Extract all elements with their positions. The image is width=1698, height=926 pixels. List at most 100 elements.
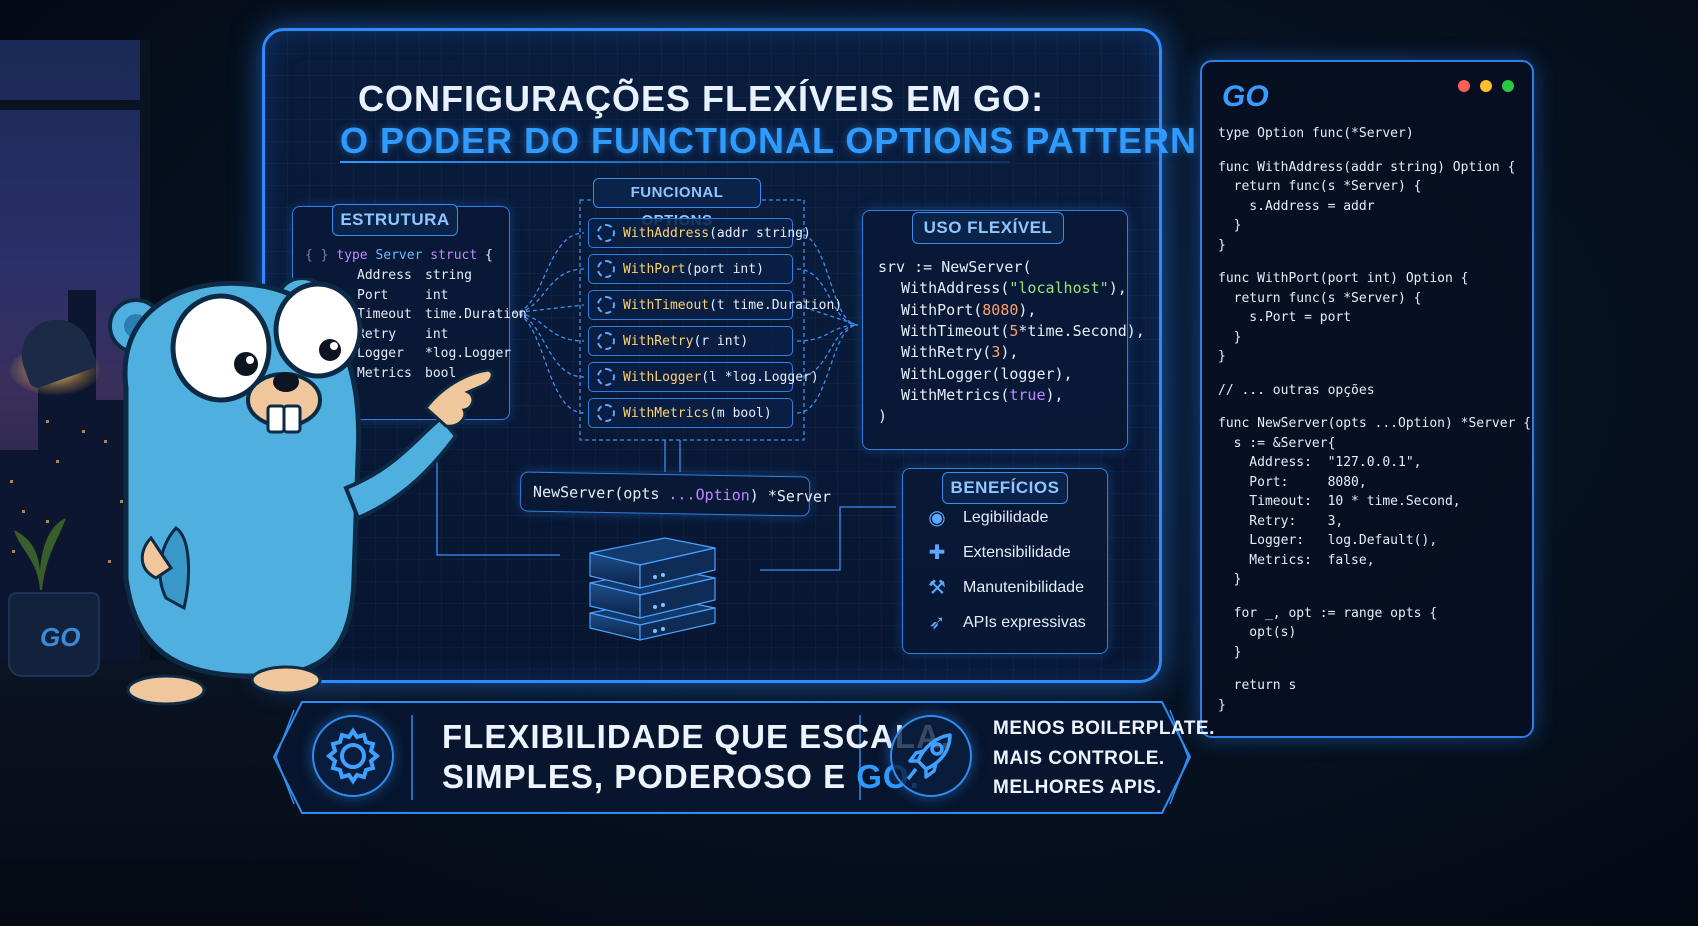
option-args: (l *log.Logger) xyxy=(701,369,819,385)
uso-line: ) xyxy=(878,407,887,425)
banner-side-3: MELHORES APIS. xyxy=(993,777,1162,798)
uso-line: WithTimeout(5*time.Second), xyxy=(901,322,1145,340)
code-line: } xyxy=(1218,218,1242,233)
uso-token: WithRetry( xyxy=(901,343,992,362)
funcional-tag: FUNCIONAL OPTIONS xyxy=(593,178,761,229)
title-line-2: O PODER DO FUNCTIONAL OPTIONS PATTERN xyxy=(340,120,1198,161)
uso-token: WithAddress( xyxy=(901,279,1010,298)
code-line: Retry: 3, xyxy=(1218,513,1344,529)
uso-line: WithAddress("localhost"), xyxy=(901,279,1127,297)
gear-icon xyxy=(597,332,615,350)
gear-icon xyxy=(597,296,615,314)
struct-field-type: int xyxy=(425,287,449,303)
uso-token: 8080 xyxy=(982,300,1019,319)
option-withaddress: WithAddress(addr string) xyxy=(588,218,811,248)
gear-icon xyxy=(597,368,615,386)
window-close-dot[interactable] xyxy=(1458,80,1470,92)
gear-icon xyxy=(597,404,615,422)
server-stack-icon xyxy=(589,537,716,641)
code-line: Metrics: false, xyxy=(1218,552,1375,568)
benefit-item: ◉ Legibilidade xyxy=(925,506,1048,530)
struct-field-type: *log.Logger xyxy=(425,346,512,361)
code-line: } xyxy=(1218,349,1226,364)
code-line: Port: 8080, xyxy=(1218,474,1367,490)
struct-field-type: string xyxy=(425,268,472,283)
plant-icon xyxy=(14,518,66,590)
code-line: } xyxy=(1218,572,1242,587)
uso-token: 3 xyxy=(991,343,1001,362)
estrutura-tag: ESTRUTURA xyxy=(332,204,458,236)
code-line: } xyxy=(1218,644,1242,660)
title-underline xyxy=(340,161,1010,163)
uso-token: ), xyxy=(1018,300,1037,319)
newserver-variadic: ...Option xyxy=(668,485,750,505)
mug-label: GO xyxy=(40,622,81,652)
code-window: GO xyxy=(1200,60,1534,738)
uso-line: srv := NewServer( xyxy=(878,258,1032,276)
code-line: for _, opt := range opts { xyxy=(1218,605,1438,621)
code-line: Address: "127.0.0.1", xyxy=(1218,455,1422,470)
benefit-item: ➶APIs expressivas xyxy=(925,611,1086,635)
window-maximize-dot[interactable] xyxy=(1502,80,1514,92)
wrench-icon: ⚒ xyxy=(928,577,946,599)
title-line-1: CONFIGURAÇÕES FLEXÍVEIS EM GO: xyxy=(358,78,1045,119)
code-line: func NewServer(opts ...Option) *Server { xyxy=(1218,416,1532,431)
uso-token: "localhost" xyxy=(1009,279,1109,298)
code-line: opt(s) xyxy=(1218,625,1297,640)
option-withmetrics: WithMetrics(m bool) xyxy=(588,398,793,428)
banner-side-2: MAIS CONTROLE. xyxy=(993,748,1165,769)
uso-token: ), xyxy=(1108,279,1127,298)
benefit-label: APIs expressivas xyxy=(963,614,1086,631)
benefit-label: Manutenibilidade xyxy=(963,579,1084,596)
beneficios-tag: BENEFÍCIOS xyxy=(942,472,1068,504)
option-args: (t time.Duration) xyxy=(709,297,843,313)
newserver-ret: ) *Server xyxy=(749,486,832,506)
struct-field-name: Timeout xyxy=(357,307,412,322)
uso-token: WithMetrics( xyxy=(901,385,1010,404)
uso-line: WithRetry(3), xyxy=(901,343,1018,361)
uso-line: WithPort(8080), xyxy=(901,301,1036,319)
struct-kw: type xyxy=(336,248,368,263)
benefit-label: Legibilidade xyxy=(963,509,1049,526)
gear-icon xyxy=(597,224,615,242)
gear-icon xyxy=(597,260,615,278)
struct-brace-icon: { } xyxy=(305,248,329,263)
option-fn: WithAddress xyxy=(623,225,710,241)
code-line: return s xyxy=(1218,678,1297,693)
newserver-fn: NewServer(opts xyxy=(532,482,669,504)
gopher-mascot xyxy=(108,278,494,706)
struct-name: Server xyxy=(375,248,423,263)
option-args: (port int) xyxy=(685,261,764,277)
code-line: s := &Server{ xyxy=(1218,435,1336,451)
uso-token: WithLogger(logger), xyxy=(901,364,1073,383)
code-line: func WithAddress(addr string) Option { xyxy=(1218,159,1516,175)
banner-side-1: MENOS BOILERPLATE. xyxy=(993,718,1215,739)
option-fn: WithMetrics xyxy=(623,405,710,421)
banner-line-2: SIMPLES, PODEROSO E GO. xyxy=(442,758,920,796)
banner-line-1: FLEXIBILIDADE QUE ESCALA. xyxy=(442,718,952,755)
struct-field-name: Retry xyxy=(357,326,397,342)
eye-icon: ◉ xyxy=(928,507,946,529)
struct-kw2: struct xyxy=(430,248,478,263)
uso-line: WithLogger(logger), xyxy=(901,365,1073,383)
option-fn: WithTimeout xyxy=(623,297,710,313)
code-line: Logger: log.Default(), xyxy=(1218,533,1438,548)
uso-token: 5 xyxy=(1009,321,1019,340)
code-line: type Option func(*Server) xyxy=(1218,126,1414,141)
option-args: (m bool) xyxy=(709,405,772,421)
struct-field-type: time.Duration xyxy=(425,307,527,322)
struct-field-type: int xyxy=(425,326,449,342)
newserver-box: NewServer(opts ...Option) *Server xyxy=(519,471,831,517)
option-fn: WithPort xyxy=(623,261,686,277)
option-fn: WithRetry xyxy=(623,333,694,349)
option-withretry: WithRetry(r int) xyxy=(588,326,793,356)
window-minimize-dot[interactable] xyxy=(1480,80,1492,92)
uso-token: true xyxy=(1009,385,1046,404)
struct-field-name: Port xyxy=(357,287,389,303)
rocket-icon xyxy=(890,715,972,797)
code-line: return func(s *Server) { xyxy=(1218,179,1422,194)
uso-panel xyxy=(862,210,1128,450)
uso-token: ), xyxy=(1000,343,1019,362)
code-line: } xyxy=(1218,329,1242,345)
uso-token: srv := NewServer( xyxy=(878,258,1032,276)
